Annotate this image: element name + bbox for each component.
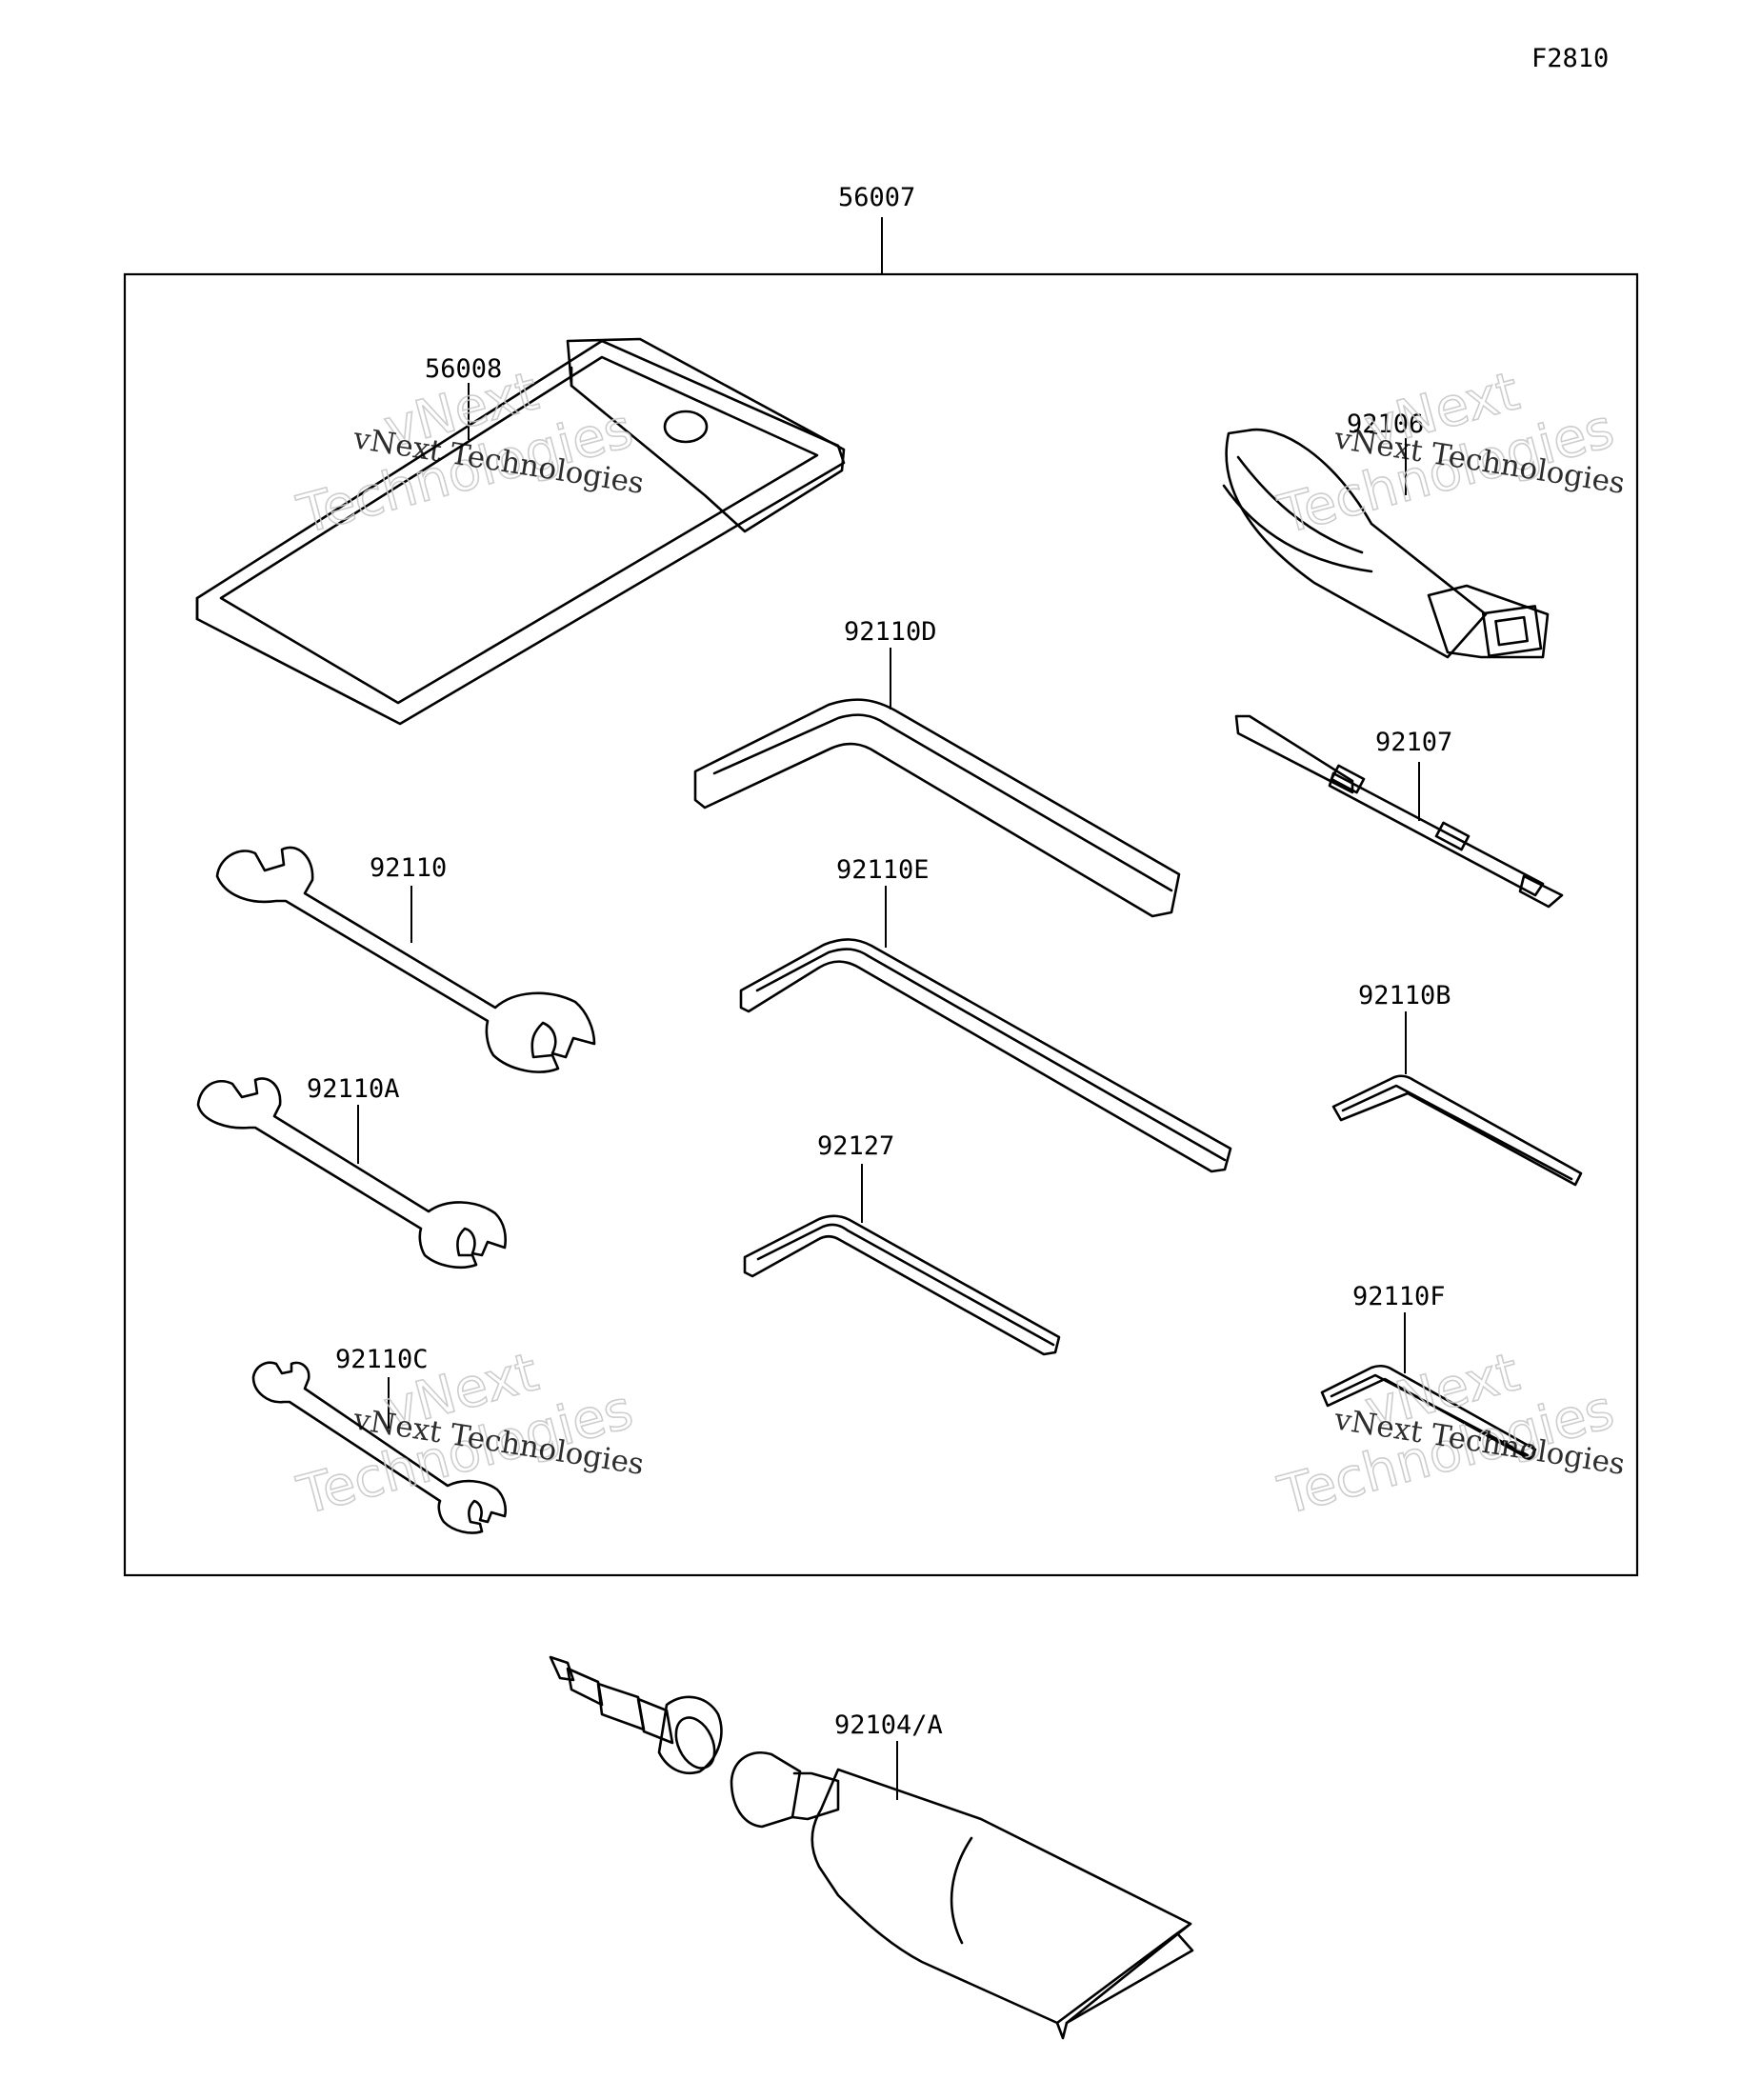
open-end-wrench-large[interactable]: 92110 [215, 846, 596, 1073]
watermark-bottom-right: vNext Technologies vNext Technologies [1271, 1341, 1628, 1529]
hex-wrench-large[interactable]: 92110D [693, 617, 1181, 918]
grease-tube[interactable]: 92104/A [549, 1655, 1194, 2040]
label-92107: 92107 [1375, 728, 1452, 757]
screwdriver-bit[interactable]: 92107 [1234, 714, 1564, 909]
kit-label: 56007 [838, 183, 915, 212]
open-end-wrench-medium[interactable]: 92110A [196, 1074, 507, 1269]
open-end-wrench-small[interactable]: 92110C [251, 1345, 508, 1534]
hex-wrench-long[interactable]: 92110E [739, 855, 1232, 1173]
label-92127: 92127 [817, 1131, 894, 1161]
watermark-top-right: vNext Technologies vNext Technologies [1271, 360, 1628, 548]
label-92110F: 92110F [1352, 1282, 1446, 1311]
watermark-top-left: vNext Technologies vNext Technologies [290, 360, 647, 548]
label-92106: 92106 [1347, 410, 1424, 439]
kit-frame: 56007 [123, 183, 1639, 1577]
label-92110A: 92110A [307, 1074, 400, 1104]
label-92110C: 92110C [335, 1345, 429, 1374]
label-92110D: 92110D [844, 617, 937, 647]
hex-wrench-small[interactable]: 92110B [1331, 981, 1583, 1187]
tool-pouch[interactable]: 56008 [195, 337, 846, 726]
label-56008: 56008 [425, 354, 502, 384]
label-92110B: 92110B [1358, 981, 1451, 1010]
hex-wrench-tiny[interactable]: 92110F [1320, 1282, 1537, 1461]
label-92110E: 92110E [836, 855, 930, 885]
figure-id: F2810 [1531, 44, 1609, 73]
screwdriver-handle[interactable]: 92106 [1222, 410, 1550, 659]
label-92110: 92110 [370, 853, 447, 883]
hex-wrench-medium[interactable]: 92127 [743, 1131, 1061, 1356]
label-92104-A: 92104/A [834, 1710, 943, 1740]
